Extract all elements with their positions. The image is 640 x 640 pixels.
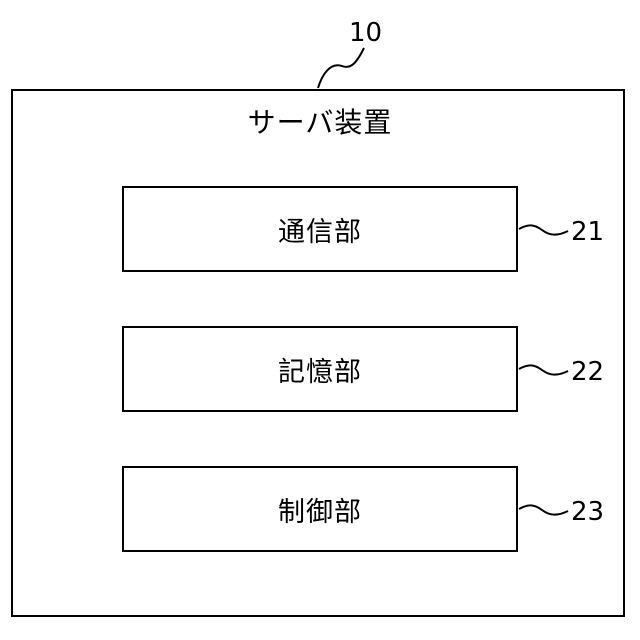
control-unit-label: 制御部 [278,490,362,529]
storage-unit-label: 記憶部 [278,350,362,389]
control-unit-box: 制御部 [122,466,518,552]
device-reference-number: 10 [349,18,382,48]
leader-line-device [318,48,364,88]
server-device-title: サーバ装置 [0,103,640,143]
communication-unit-label: 通信部 [278,210,362,249]
storage-unit-box: 記憶部 [122,326,518,412]
communication-unit-reference: 21 [571,217,604,247]
storage-unit-reference: 22 [571,357,604,387]
control-unit-reference: 23 [571,497,604,527]
communication-unit-box: 通信部 [122,186,518,272]
